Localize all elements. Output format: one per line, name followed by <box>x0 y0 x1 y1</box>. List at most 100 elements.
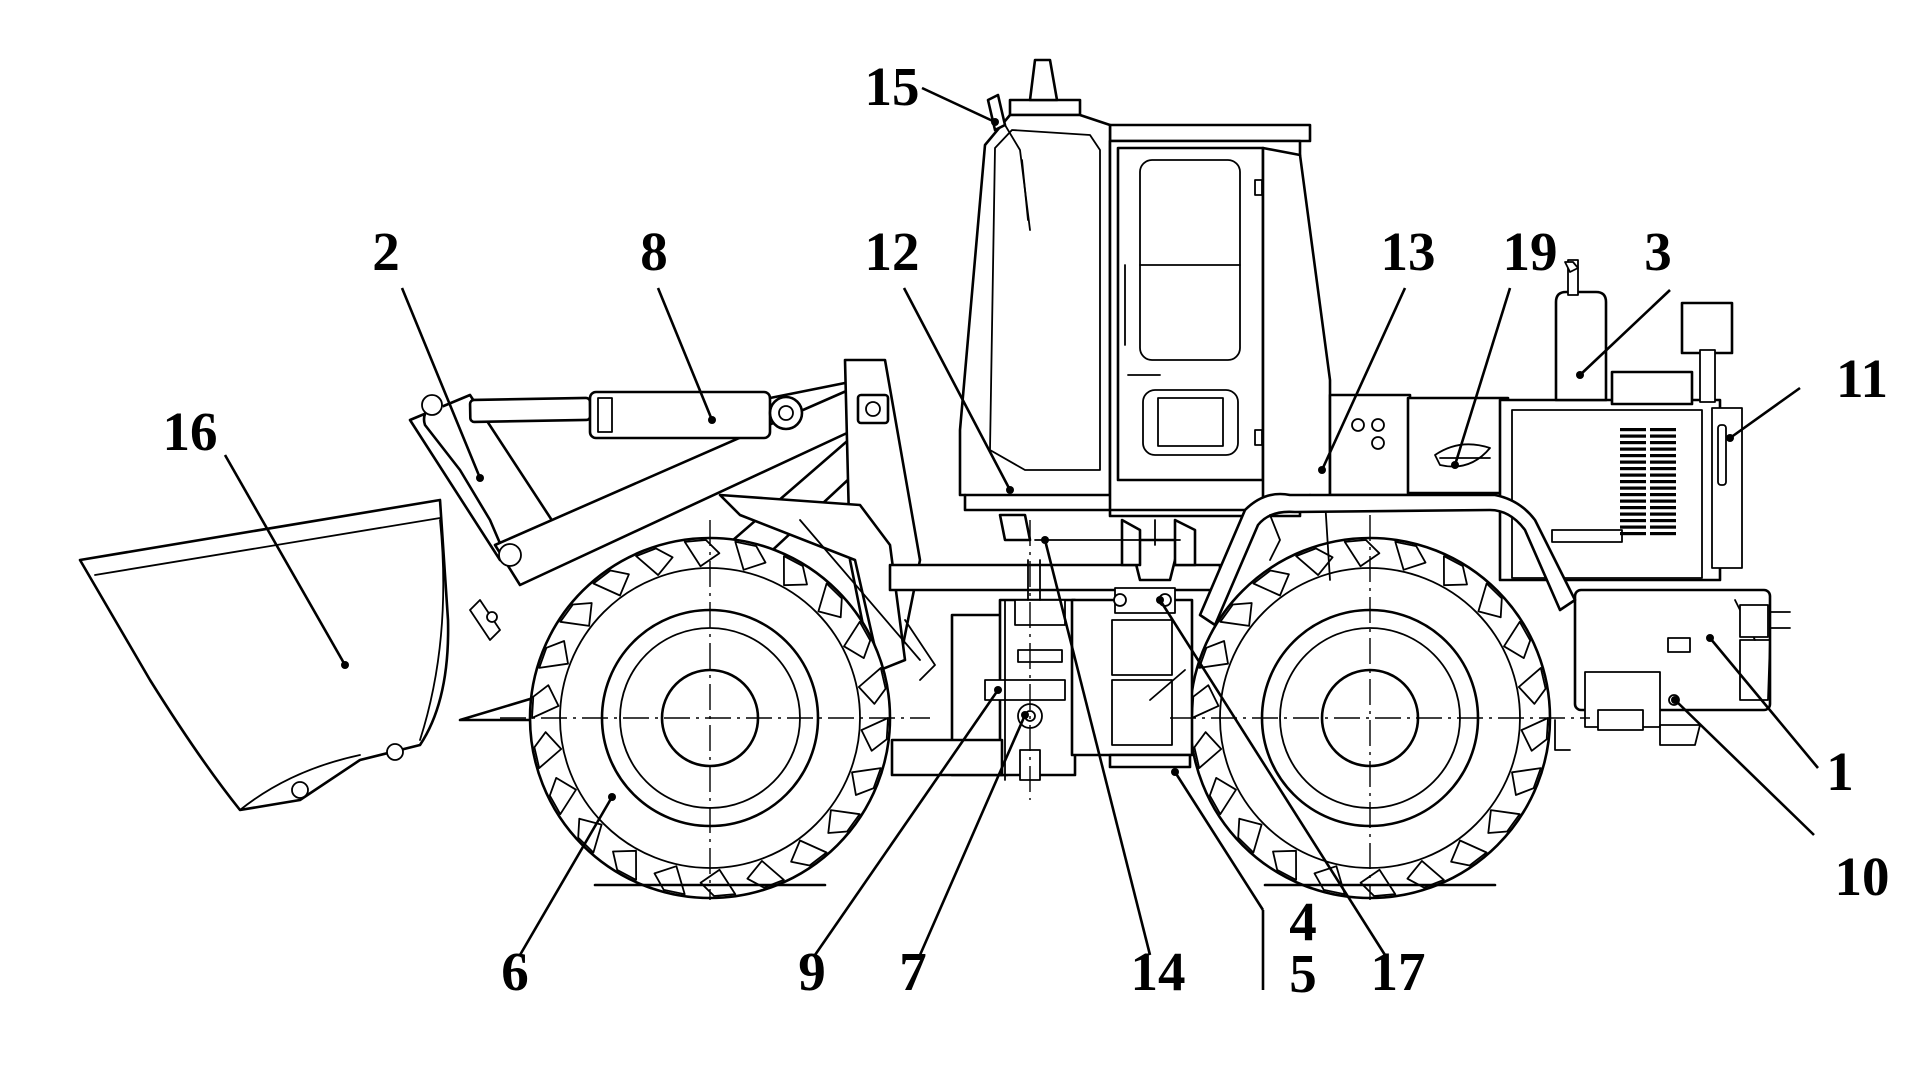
engine-grille <box>1620 428 1676 536</box>
tread-lug <box>857 667 887 705</box>
articulation-hinge <box>888 559 1222 781</box>
grille-slat <box>1620 499 1646 503</box>
tread-lug <box>635 547 674 576</box>
tread-lug <box>1193 731 1223 769</box>
tread-lug <box>1443 555 1468 587</box>
grille-slat <box>1650 532 1676 536</box>
callout-11: 11 <box>1836 348 1888 409</box>
tread-lug <box>1198 640 1229 669</box>
grille-slat <box>1620 506 1646 510</box>
grille-slat <box>1650 434 1676 438</box>
tread-lug <box>1237 817 1263 854</box>
tread-lug <box>538 640 569 669</box>
grille-slat <box>1620 532 1646 536</box>
tread-lug <box>843 620 872 659</box>
callout-4: 4 <box>1289 891 1317 952</box>
grille-slat <box>1620 428 1646 432</box>
callout-9: 9 <box>798 941 826 1002</box>
grille-slat <box>1620 493 1646 497</box>
callout-5: 5 <box>1289 943 1317 1004</box>
grille-slat <box>1650 441 1676 445</box>
tread-lug <box>653 865 686 896</box>
grille-slat <box>1650 460 1676 464</box>
tread-lug <box>817 582 843 619</box>
grille-slat <box>1620 441 1646 445</box>
grille-slat <box>1650 512 1676 516</box>
grille-slat <box>1620 512 1646 516</box>
tread-lug <box>790 839 828 867</box>
callout-2: 2 <box>372 221 400 282</box>
grille-slat <box>1620 519 1646 523</box>
tread-lug <box>1511 767 1542 796</box>
grille-slat <box>1650 467 1676 471</box>
tread-lug <box>734 540 767 571</box>
callout-6: 6 <box>501 941 529 1002</box>
grille-slat <box>1650 493 1676 497</box>
grille-slat <box>1620 486 1646 490</box>
centerlines <box>500 515 1590 900</box>
tread-lug <box>1394 540 1427 571</box>
callout-15: 15 <box>865 56 920 117</box>
grille-slat <box>1620 434 1646 438</box>
tread-lug <box>531 684 560 719</box>
tread-lug <box>1252 569 1290 597</box>
callout-7: 7 <box>899 941 927 1002</box>
grille-slat <box>1650 525 1676 529</box>
tread-lug <box>548 777 577 816</box>
tread-lug <box>699 868 737 897</box>
tread-lug <box>827 809 861 834</box>
callout-labels: 1 2 3 4 5 6 7 8 9 10 11 12 13 14 15 16 1… <box>163 56 1890 1004</box>
tread-lug <box>1295 547 1334 576</box>
grille-slat <box>1650 506 1676 510</box>
tread-lug <box>1359 868 1397 897</box>
center-frame <box>1070 518 1197 769</box>
tread-lug <box>1487 809 1521 834</box>
tread-lug <box>1343 539 1381 568</box>
callout-14: 14 <box>1131 941 1186 1002</box>
rear-wheel <box>1188 536 1552 900</box>
callout-8: 8 <box>640 221 668 282</box>
tread-lug <box>1503 620 1532 659</box>
grille-slat <box>1650 519 1676 523</box>
grille-slat <box>1620 467 1646 471</box>
callout-3: 3 <box>1644 221 1672 282</box>
tread-lug <box>1208 777 1237 816</box>
grille-slat <box>1620 454 1646 458</box>
grille-slat <box>1620 460 1646 464</box>
tread-lug <box>1272 849 1297 881</box>
tread-lug <box>1520 717 1549 752</box>
grille-slat <box>1650 473 1676 477</box>
grille-slat <box>1620 473 1646 477</box>
grille-slat <box>1650 447 1676 451</box>
grille-slat <box>1620 525 1646 529</box>
tread-lug <box>860 717 889 752</box>
tread-lug <box>1313 865 1346 896</box>
grille-slat <box>1650 486 1676 490</box>
tread-lug <box>612 849 637 881</box>
callout-12: 12 <box>865 221 920 282</box>
tilt-cylinder <box>468 378 872 440</box>
tread-lug <box>783 555 808 587</box>
tread-lug <box>559 602 593 627</box>
bucket <box>78 498 450 812</box>
tread-lug <box>1450 839 1488 867</box>
grille-slat <box>1620 480 1646 484</box>
tread-lug <box>592 569 630 597</box>
tread-lug <box>1477 582 1503 619</box>
tread-lug <box>1219 602 1253 627</box>
callout-13: 13 <box>1381 221 1436 282</box>
leader-lines <box>223 86 1819 990</box>
tread-lug <box>1517 667 1547 705</box>
callout-16: 16 <box>163 401 218 462</box>
grille-slat <box>1620 447 1646 451</box>
rear-fender <box>1198 492 1577 627</box>
callout-1: 1 <box>1826 741 1854 802</box>
grille-slat <box>1650 454 1676 458</box>
tread-lug <box>851 767 882 796</box>
callout-19: 19 <box>1503 221 1558 282</box>
grille-slat <box>1650 499 1676 503</box>
tread-lug <box>683 539 721 568</box>
cab <box>958 58 1332 542</box>
grille-slat <box>1650 428 1676 432</box>
